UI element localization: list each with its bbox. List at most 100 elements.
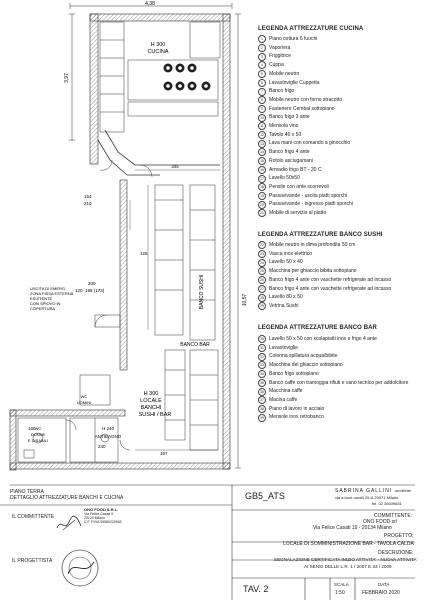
wc-uomini-l1: WC	[81, 394, 88, 399]
dim-top-label: 4,38	[145, 1, 155, 7]
dim-167: 167	[160, 451, 168, 456]
committente-address: Via Felice Casati 19 - 20134 Milano	[313, 525, 392, 531]
dim-345: 345	[171, 164, 179, 169]
wc-donne-l2: DONNE	[31, 432, 46, 437]
il-progettista-label: IL PROGETTISTA	[12, 558, 53, 564]
corridor-walls	[97, 129, 220, 176]
bench-l1-label: LOCALE	[140, 398, 162, 404]
note-exit-l2: ZONA FISSA ESTERNA	[30, 291, 74, 296]
legend-kitchen-title: LEGENDA ATTREZZATURE CUCINA	[258, 26, 364, 32]
sushi-counter	[154, 184, 216, 341]
scala-value: 1:50	[335, 590, 345, 596]
dim-154: 154	[84, 194, 92, 199]
dim-210: 210	[84, 201, 92, 206]
titleblock-frame	[0, 484, 415, 600]
bench-l2-label: BANCHI	[141, 405, 162, 411]
door-swings	[65, 159, 153, 451]
data-value: FEBBRAIO 2020	[362, 590, 400, 596]
kitchen-name-label: CUCINA	[147, 49, 168, 55]
stamp-line: Via Felice Casati 9	[84, 512, 114, 516]
architect-seal-icon	[61, 549, 99, 587]
counter-label: SUSHI / BAR	[139, 412, 172, 418]
descrizione-line2: AI SENSI DELLE L.R. 1 / 2007 E 33 / 2009	[304, 564, 392, 569]
banco-bar-label: BANCO BAR	[180, 342, 210, 348]
top-dimension	[69, 3, 233, 9]
il-committente-label: IL COMMITTENTE	[12, 514, 55, 520]
legend-sushi-title: LEGENDA ATTREZZATURE BANCO SUSHI	[258, 232, 383, 238]
wc-h-label: H 240	[102, 426, 115, 431]
studio-name: SABRINA GALLINI architetto	[335, 488, 412, 494]
committente-label: COMMITTENTE:	[374, 513, 413, 519]
stamp-line: 20124 Milano	[84, 516, 106, 520]
dim-160: 160	[28, 426, 36, 431]
studio-phone: tel. 02 36639651	[372, 501, 402, 506]
descrizione-line1: SEGNALAZIONE CERTIFICATA INIZIO ATTIVITA…	[274, 557, 418, 562]
note-exit-l1: USCITA DI EMERG.	[30, 286, 66, 291]
dettaglio-label: DETTAGLIO ATTREZZATURE BANCHI E CUCINA	[10, 495, 124, 501]
note-exit-l5: COPERTURA	[30, 306, 55, 311]
burner-rings	[166, 66, 208, 88]
door-dim-120: 120	[75, 288, 83, 293]
tav-number: TAV. 2	[243, 584, 269, 594]
legend-bar-title: LEGENDA ATTREZZATURE BANCO BAR	[258, 325, 377, 331]
progetto-label: PROGETTO:	[384, 533, 414, 539]
scala-label: SCALA	[334, 582, 349, 587]
studio-address: via a tone carolli 25-A 20071 Milano	[335, 495, 399, 500]
cooktop-burners	[163, 63, 211, 91]
dim-right-label: 10,57	[242, 294, 248, 307]
bench-h-label: H 300	[144, 391, 159, 397]
progetto-value: LOCALE DI SOMMINISTRAZIONE BAR - TAVOLA …	[283, 541, 414, 547]
kitchen-area	[99, 21, 221, 133]
piano-label: PIANO TERRA	[10, 489, 44, 495]
wc-donne-l3: E DISABILI	[28, 438, 48, 443]
data-label: DATA	[378, 582, 390, 587]
bathroom-block	[17, 374, 119, 463]
door-dim-200: 200	[88, 281, 96, 286]
antibagno-label: ANTIBAGNO	[95, 434, 122, 439]
exit-door	[94, 314, 121, 328]
note-exit-l3: ESISTENTE	[30, 296, 53, 301]
dim-125: 125	[140, 251, 148, 256]
outer-walls	[9, 13, 231, 471]
stamp-line: ONO FOOD S.R.L.	[84, 507, 119, 512]
wc-donne-l1: WC	[35, 426, 42, 431]
dim-left-label: 3,97	[64, 73, 70, 83]
door-dim-188: 188 (173)	[85, 288, 105, 293]
committente-signature-icon	[56, 515, 82, 531]
